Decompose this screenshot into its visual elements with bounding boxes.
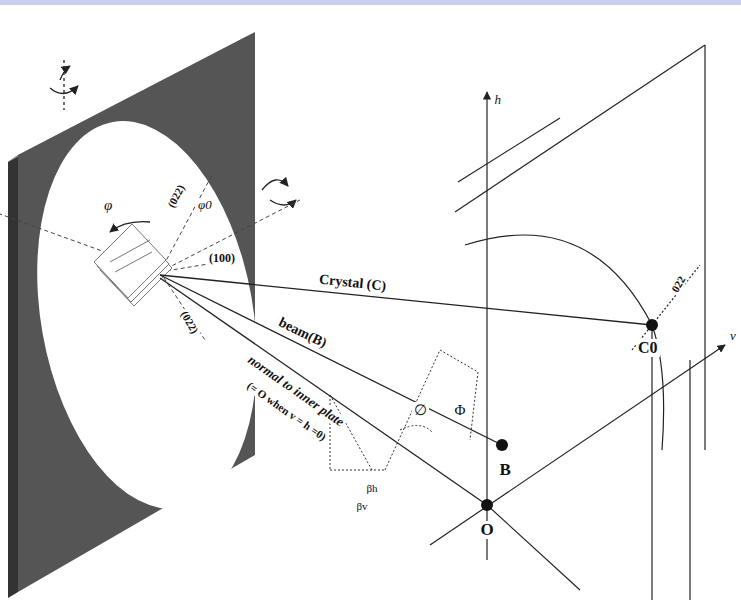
angle-label: ∅ bbox=[412, 402, 429, 419]
crystal-axes bbox=[0, 175, 300, 340]
point-label: C0 bbox=[636, 339, 660, 357]
coordinate-frame bbox=[430, 45, 725, 600]
top-band bbox=[0, 0, 741, 5]
points bbox=[481, 319, 658, 511]
angle-label: βv bbox=[355, 500, 370, 512]
axis-name: h bbox=[493, 93, 504, 107]
rays bbox=[160, 275, 652, 505]
point-label: O bbox=[479, 521, 496, 540]
angle-label: φ bbox=[102, 197, 114, 214]
angle-marks bbox=[330, 350, 478, 470]
angle-label: φ0 bbox=[196, 198, 214, 212]
rotation-arrows bbox=[50, 60, 296, 232]
angle-label: Φ bbox=[453, 402, 468, 419]
angle-label: βh bbox=[365, 482, 380, 494]
axis-name: v bbox=[728, 329, 738, 343]
miller-index: (100) bbox=[207, 252, 237, 265]
miller-index: 022 bbox=[667, 272, 688, 296]
plate bbox=[8, 32, 285, 598]
crystal bbox=[94, 224, 172, 306]
axis-label: Crystal (C) bbox=[316, 271, 388, 294]
point-label: B bbox=[498, 461, 513, 480]
